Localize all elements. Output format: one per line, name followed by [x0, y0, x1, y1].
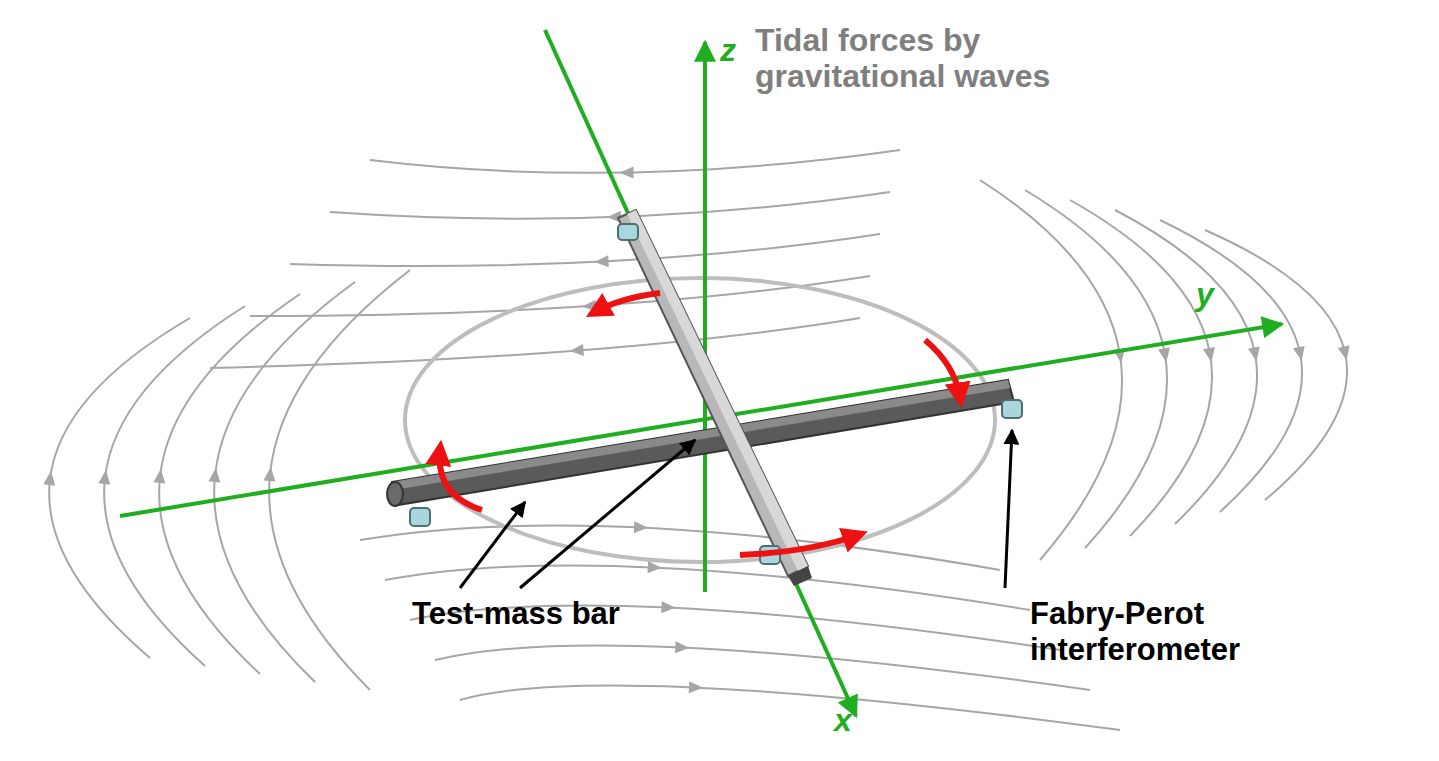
leader-arrows [460, 430, 1012, 588]
z-axis [703, 42, 707, 592]
part-label: Fabry-Perot interferometer [1030, 596, 1330, 668]
tidal-field-lines [43, 150, 1349, 730]
part-label: Test-mass bar [412, 596, 672, 632]
axis-label: z [720, 32, 760, 69]
axis-label: x [834, 702, 874, 739]
axis-label: y [1196, 276, 1236, 313]
rotation-arrows [440, 293, 960, 555]
field-caption: Tidal forces by gravitational waves [755, 22, 1100, 94]
test-mass-bar-x [618, 210, 812, 586]
test-mass-bar-y [387, 380, 1014, 506]
interferometer-bolts [410, 224, 1022, 564]
